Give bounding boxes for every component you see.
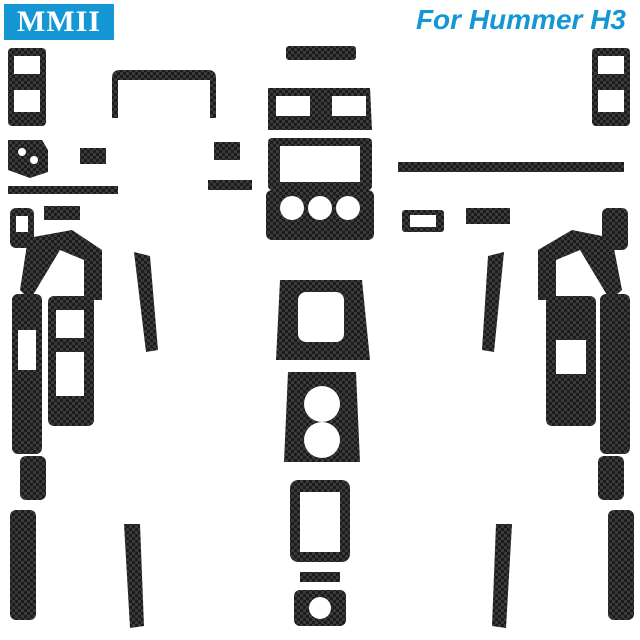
right-rear-door-panel	[608, 510, 634, 620]
left-small-piece	[44, 206, 80, 220]
left-door-window-panel	[12, 294, 42, 454]
right-small-piece	[466, 208, 510, 224]
left-door-strip-curve	[134, 252, 158, 352]
center-armrest-trim	[290, 480, 350, 562]
center-vent-panel	[268, 88, 372, 130]
center-top-bezel	[286, 46, 356, 60]
right-door-strip-curve	[482, 252, 504, 352]
center-cupholder-trim	[284, 372, 360, 462]
brand-logo: MMII	[4, 4, 114, 40]
center-bottom-cup-ring	[294, 590, 346, 626]
dash-small-trim-right	[208, 180, 252, 190]
right-long-strip	[398, 162, 624, 172]
right-small-frame	[402, 210, 444, 232]
brand-logo-text: MMII	[17, 5, 101, 38]
right-door-trim-long	[538, 230, 622, 300]
left-small-trim	[80, 148, 106, 164]
dash-arch-trim	[112, 70, 216, 118]
left-rear-strip	[124, 524, 144, 628]
right-rear-strip	[492, 524, 512, 628]
center-shifter-panel	[276, 280, 370, 360]
dash-small-trim-left	[214, 142, 240, 160]
product-title: For Hummer H3	[415, 4, 626, 35]
left-long-strip	[8, 186, 118, 194]
right-door-handle-lower	[598, 456, 624, 500]
right-window-switch-panel	[546, 296, 596, 426]
left-door-trim-long	[20, 230, 102, 300]
center-radio-bezel	[268, 138, 372, 190]
left-window-switch-panel	[48, 296, 94, 426]
left-vent-frame	[8, 48, 46, 126]
right-door-window-panel	[600, 294, 630, 454]
left-switch-panel	[8, 140, 48, 178]
right-vent-frame	[592, 48, 630, 126]
center-small-plate	[300, 572, 340, 582]
left-door-handle-lower	[20, 456, 46, 500]
left-rear-door-panel	[10, 510, 36, 620]
center-hvac-panel	[266, 190, 374, 240]
